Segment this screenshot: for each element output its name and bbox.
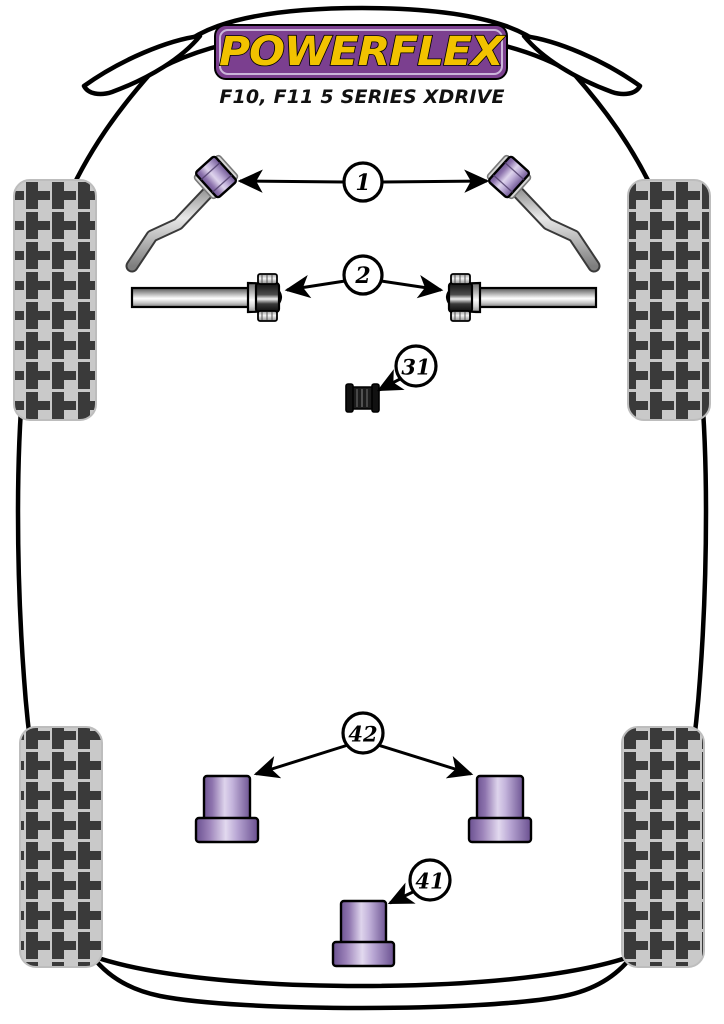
callout-41-label: 41 — [415, 869, 444, 894]
callout-2-connectors — [284, 274, 444, 299]
mirror-left — [81, 33, 203, 97]
front-anti-roll-bar-bush-right — [486, 154, 532, 200]
powerflex-logo: POWERFLEX ® — [214, 24, 508, 80]
wheel-rear-left — [19, 726, 103, 968]
callout-42-connectors — [253, 743, 474, 779]
front-anti-roll-bar-bush-left — [193, 154, 239, 200]
callout-31[interactable]: 31 — [394, 344, 438, 388]
callout-42-label: 42 — [348, 722, 377, 747]
wheel-front-left — [13, 179, 97, 421]
callout-41-connector — [387, 882, 416, 905]
callout-42[interactable]: 42 — [341, 711, 385, 755]
front-lower-arm-bush-left — [254, 273, 281, 322]
callout-2[interactable]: 2 — [342, 254, 384, 296]
front-lower-arm-bush-right — [447, 273, 474, 322]
mirror-right — [521, 33, 643, 97]
callout-1[interactable]: 1 — [342, 161, 384, 203]
front-anti-roll-bar — [125, 179, 601, 273]
powerflex-wordmark: POWERFLEX — [218, 29, 504, 75]
registered-trademark-icon: ® — [488, 56, 497, 66]
callout-31-label: 31 — [401, 355, 430, 380]
callout-41[interactable]: 41 — [408, 858, 452, 902]
callout-2-label: 2 — [354, 263, 370, 289]
callout-31-connector — [376, 369, 405, 392]
rear-diff-bush — [331, 899, 396, 968]
wheel-rear-right — [621, 726, 705, 968]
page-title: F10, F11 5 SERIES XDRIVE — [219, 86, 505, 108]
wheel-front-right — [627, 179, 711, 421]
rear-bush-right — [467, 774, 533, 844]
rear-bush-left — [194, 774, 260, 844]
powerflex-logo-inner: POWERFLEX ® — [218, 29, 505, 75]
gearshift-bush — [345, 383, 380, 413]
vehicle-body-outline — [15, 5, 709, 1011]
callout-1-connectors — [237, 169, 490, 193]
callout-1-label: 1 — [355, 170, 370, 196]
